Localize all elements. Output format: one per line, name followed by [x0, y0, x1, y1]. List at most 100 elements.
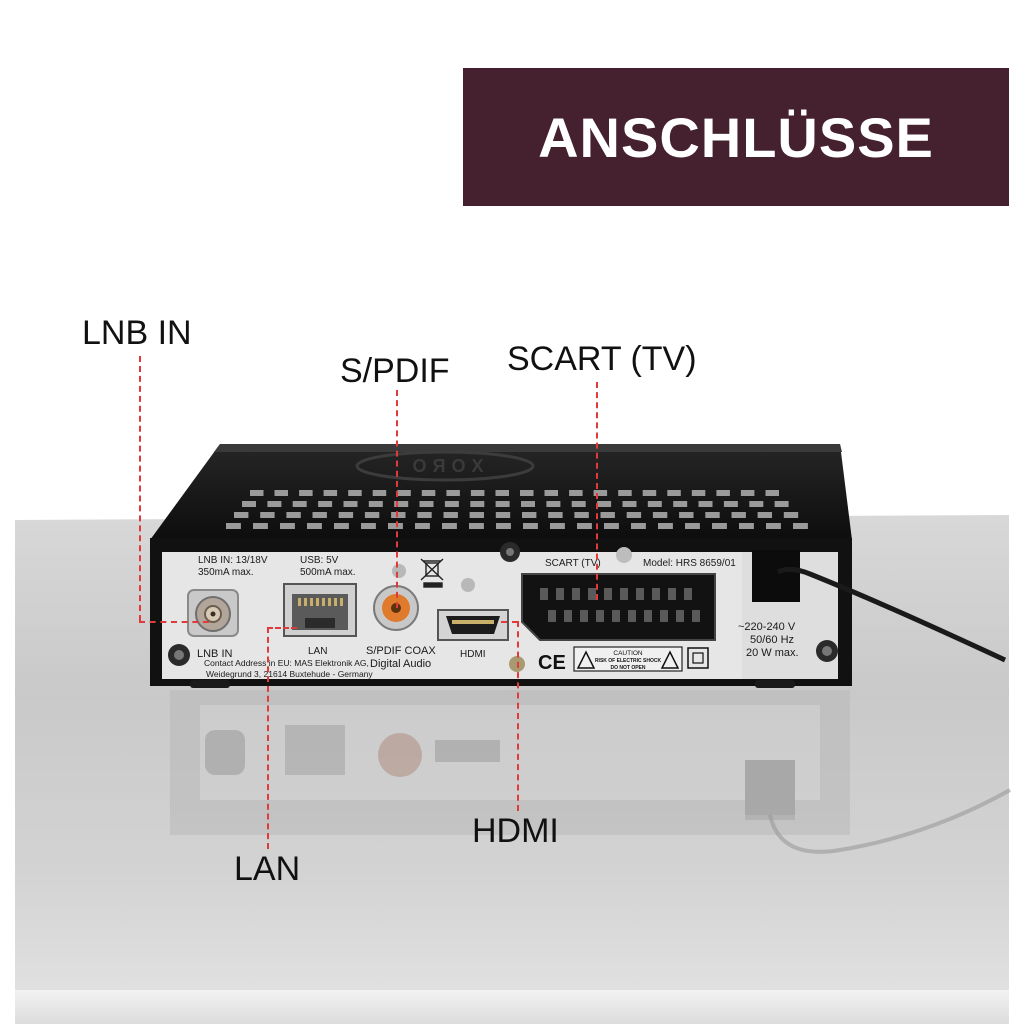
vent-slot [691, 490, 706, 496]
callout-hdmi: HDMI [472, 812, 559, 850]
contact-address: Contact Address in EU: MAS Elektronik AG… [204, 658, 369, 668]
scart-pin [692, 610, 700, 622]
lan-pin [298, 598, 301, 606]
vent-slot [253, 523, 268, 529]
usb-spec-text: 500mA max. [300, 567, 356, 578]
scart-pin [612, 610, 620, 622]
scart-pin [548, 610, 556, 622]
lnb-port-label: LNB IN [197, 648, 233, 660]
vent-slot [368, 501, 383, 507]
vent-slot [642, 490, 657, 496]
warning-triangle-icon [576, 650, 596, 669]
power-cable-port [752, 550, 800, 602]
scart-pin [644, 610, 652, 622]
vent-slot [417, 512, 432, 518]
vent-slot [523, 523, 538, 529]
vent-slot [544, 490, 558, 496]
lnb-spec-text: 350mA max. [198, 567, 254, 578]
vent-slot [469, 523, 484, 529]
vent-slot [292, 501, 307, 507]
vent-slot [415, 523, 430, 529]
vent-slot [470, 490, 485, 496]
scart-pin [636, 588, 644, 600]
vent-slot [631, 523, 646, 529]
vent-slot [343, 501, 358, 507]
vent-slot [658, 523, 673, 529]
power-spec: ~220-240 V [738, 621, 796, 633]
vent-slot [548, 512, 563, 518]
leader-line-lnb [139, 621, 209, 623]
vent-slot [391, 512, 406, 518]
lan-pin [322, 598, 325, 606]
vent-slot [444, 501, 459, 507]
caution-text: DO NOT OPEN [610, 665, 645, 671]
vent-slot [766, 523, 781, 529]
vent-slot [318, 501, 333, 507]
vent-slot [712, 523, 727, 529]
scart-pin [684, 588, 692, 600]
weee-bin-icon [420, 558, 444, 588]
vent-slot [495, 490, 509, 496]
contact-address: Weidegrund 3, 21614 Buxtehude - Germany [206, 669, 373, 679]
vent-slot [267, 501, 282, 507]
lan-pin [304, 598, 307, 606]
vent-slot [593, 490, 608, 496]
vent-slot [496, 523, 511, 529]
vent-slot [716, 490, 730, 496]
vent-slot [546, 501, 561, 507]
lan-pin [340, 598, 343, 606]
leader-line-hdmi [517, 621, 519, 811]
vent-slot [731, 512, 746, 518]
lan-pin [316, 598, 319, 606]
vent-slot [394, 501, 409, 507]
vent-slot [495, 501, 510, 507]
vent-slot [469, 512, 484, 518]
vent-slot [361, 523, 376, 529]
scart-pin [628, 610, 636, 622]
scart-pin [588, 588, 596, 600]
vent-slot [521, 501, 535, 507]
lnb-spec-text: LNB IN: 13/18V [198, 555, 268, 566]
caution-text: RISK OF ELECTRIC SHOCK [595, 658, 662, 664]
vent-slot [495, 512, 511, 518]
vent-slot [550, 523, 565, 529]
vent-grid [226, 490, 808, 529]
vent-slot [577, 523, 592, 529]
callout-lan: LAN [234, 850, 301, 888]
vent-slot [372, 490, 387, 496]
vent-slot [793, 523, 808, 529]
leader-line-spdif [396, 390, 398, 608]
vent-slot [364, 512, 380, 518]
scart-pin [580, 610, 588, 622]
vent-slot [774, 501, 789, 507]
lan-pin [328, 598, 331, 606]
callout-lnb-in: LNB IN [82, 314, 192, 352]
scart-pin [572, 588, 580, 600]
vent-slot [250, 490, 264, 496]
vent-slot [419, 501, 434, 507]
vent-slot [338, 512, 354, 518]
vent-slot [280, 523, 295, 529]
vent-slot [679, 512, 694, 518]
vent-slot [685, 523, 700, 529]
scart-pin [660, 610, 668, 622]
spdif-port-label: S/PDIF COAX [366, 645, 436, 657]
leader-line-lnb [139, 356, 141, 621]
power-spec: 50/60 Hz [750, 634, 794, 646]
vent-slot [260, 512, 275, 518]
ce-mark-icon: CE [538, 652, 566, 674]
vent-slot [783, 512, 799, 518]
vent-slot [667, 490, 681, 496]
vent-slot [443, 512, 458, 518]
vent-slot [571, 501, 586, 507]
svg-text:XORO: XORO [406, 456, 483, 476]
brand-emboss [355, 450, 535, 482]
vent-slot [348, 490, 362, 496]
scart-pin [564, 610, 572, 622]
leader-line-hdmi [501, 621, 518, 623]
vent-slot [749, 501, 764, 507]
banner-title: ANSCHLÜSSE [538, 105, 934, 169]
scart-connector [521, 573, 716, 641]
vent-slot [470, 501, 485, 507]
lan-port-label: LAN [308, 646, 327, 657]
